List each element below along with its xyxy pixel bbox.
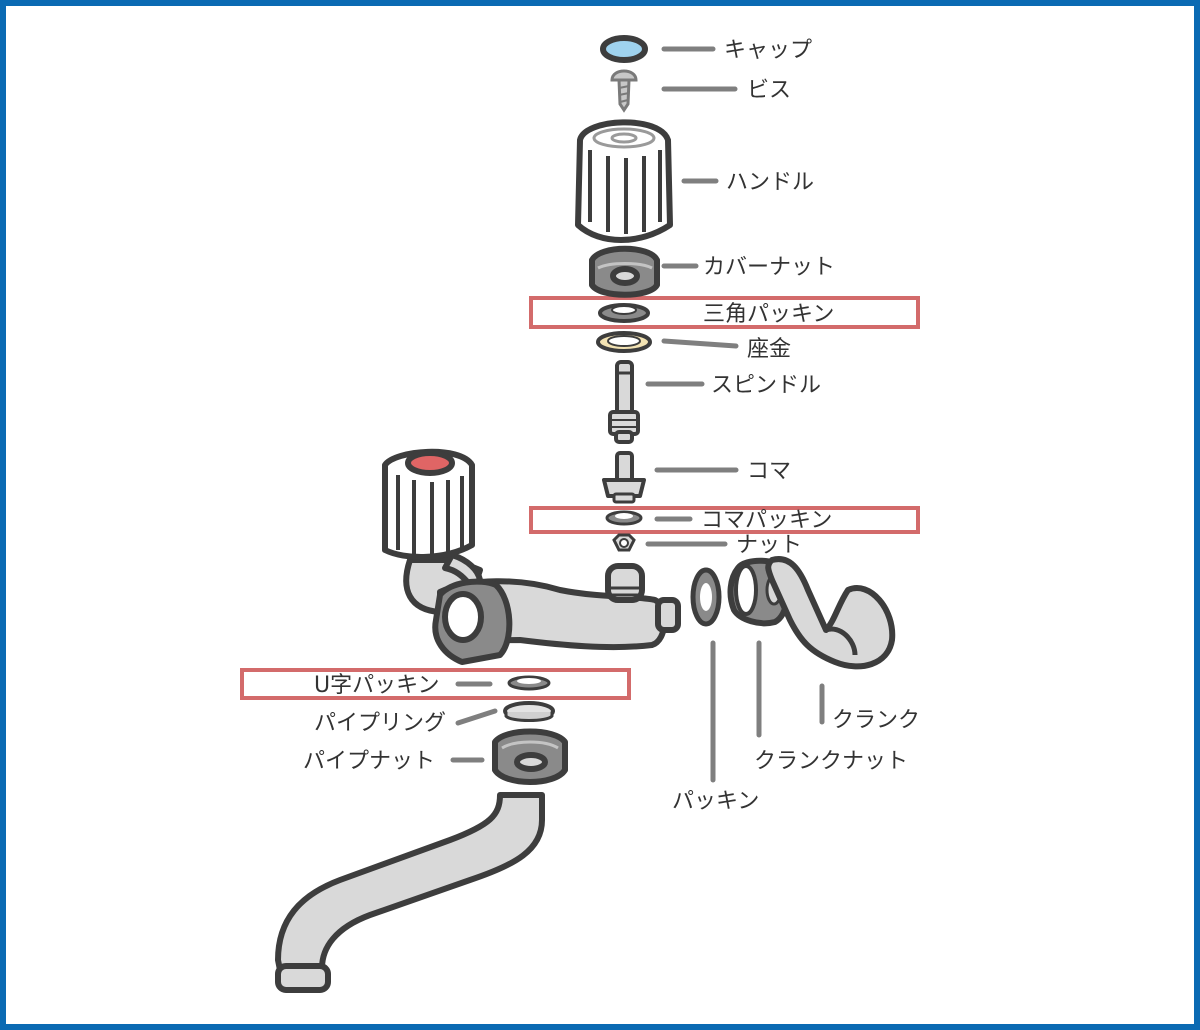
packing-ring-icon	[690, 567, 722, 627]
label-koma-packing: コマパッキン	[701, 508, 832, 533]
label-handle: ハンドル	[726, 170, 814, 195]
pipe-nut-icon	[492, 728, 568, 785]
label-packing: パッキン	[672, 789, 759, 814]
u-packing-icon	[507, 675, 551, 691]
cap-icon	[600, 35, 648, 63]
label-spindle: スピンドル	[711, 373, 821, 398]
label-crank-nut: クランクナット	[754, 749, 908, 774]
red-handle-icon	[382, 448, 475, 560]
highlight-box-u-packing	[240, 668, 631, 700]
handle-icon	[575, 119, 673, 243]
triangle-packing-icon	[598, 303, 650, 323]
washer-icon	[596, 331, 652, 353]
koma-icon	[602, 451, 646, 504]
label-crank: クランク	[832, 708, 920, 733]
label-triangle-packing: 三角パッキン	[703, 302, 834, 327]
crank-icon	[765, 556, 896, 670]
label-screw: ビス	[747, 78, 791, 103]
highlight-box-triangle-packing	[529, 296, 920, 329]
pipe-ring-icon	[503, 701, 555, 722]
leader-washer	[661, 338, 739, 349]
nut-icon	[612, 533, 636, 552]
cover-nut-icon	[589, 245, 660, 298]
label-koma: コマ	[747, 459, 791, 484]
label-pipe-nut: パイプナット	[303, 749, 435, 774]
highlight-box-koma-packing	[529, 506, 920, 534]
label-cover-nut: カバーナット	[703, 255, 835, 280]
screw-icon	[610, 69, 638, 113]
label-washer: 座金	[747, 337, 791, 362]
spindle-icon	[608, 360, 640, 444]
label-nut: ナット	[736, 533, 802, 558]
faucet-body-icon	[403, 552, 681, 665]
label-pipe-ring: パイプリング	[314, 711, 446, 736]
spout-pipe-icon	[275, 792, 545, 993]
label-u-packing: U字パッキン	[314, 673, 439, 698]
koma-packing-icon	[605, 510, 643, 526]
label-cap: キャップ	[724, 38, 812, 63]
leader-pipe-ring	[455, 708, 498, 726]
